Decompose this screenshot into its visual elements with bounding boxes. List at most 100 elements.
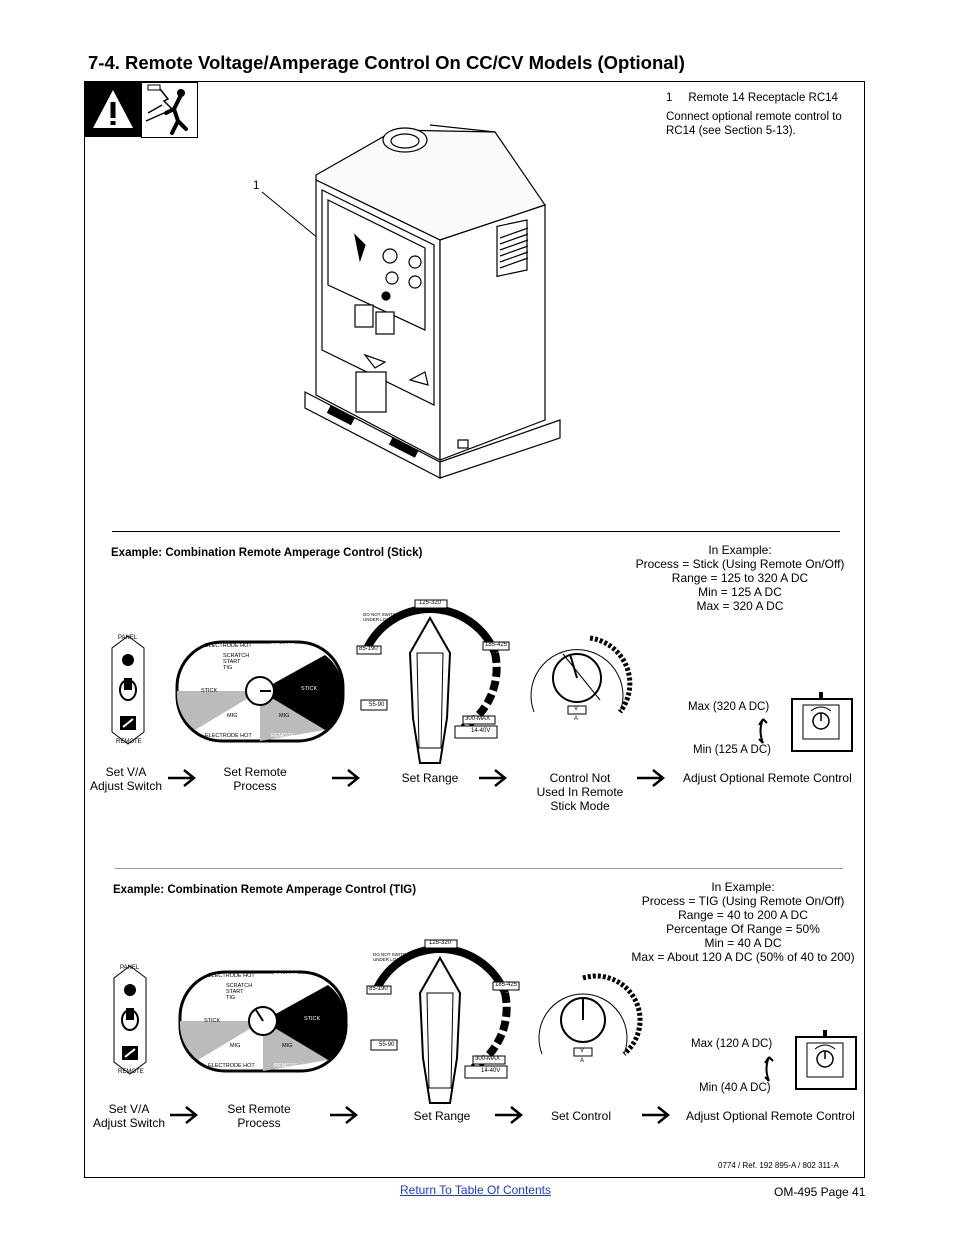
panel-label: PANEL [120,965,140,971]
electrode-hot-top: ELECTRODE HOT [208,973,255,979]
do-not-switch: DO NOT SWITCH UNDER LOAD [373,952,409,962]
under-load-line: UNDER LOAD [363,617,393,622]
remote-badge-top: REMOTE [274,973,298,979]
electrode-hot-bottom: ELECTRODE HOT [205,733,252,739]
va-adjust-switch[interactable]: PANEL REMOTE [106,962,154,1077]
remote-process-selector[interactable]: ELECTRODE HOT REMOTE ELECTRODE HOT REMOT… [178,970,348,1073]
step-remote-process: Set Remote Process [223,765,287,793]
scratch-start-tig: SCRATCH START TIG [223,653,249,671]
optional-remote-control[interactable] [795,1029,858,1091]
stick-left-label: STICK [204,1018,221,1024]
page-number: OM-495 Page 41 [774,1185,866,1199]
divider-2 [115,868,843,869]
callout-number: 1 [253,180,260,192]
legend-item: 1 Remote 14 Receptacle RC14 [666,92,838,104]
range-185-425: 185-425 [495,982,518,988]
electrode-hot-bottom: ELECTRODE HOT [208,1063,255,1069]
info-line: Min = 125 A DC [698,585,782,599]
stick-example-heading: Example: Combination Remote Amperage Con… [111,547,423,559]
start-label: START [223,659,241,665]
warning-triangle-icon [85,82,141,137]
step-set-range: Set Range [413,1109,471,1123]
tig-example-info: In Example: Process = TIG (Using Remote … [617,880,869,964]
range-selector-knob[interactable]: 125-320 85-190 185-425 55-90 300-MAX 14-… [355,598,510,764]
stick-remote-label: STICK [304,1016,321,1022]
max-label-stick: Max (320 A DC) [688,701,770,713]
tig-remote-label: TIG [279,656,289,662]
do-not-switch-line: DO NOT SWITCH [373,952,410,957]
step-va-adjust: Set V/A Adjust Switch [89,765,163,793]
remote-badge-top: REMOTE [271,643,295,649]
range-selector-knob[interactable]: 125-320 85-190 185-425 55-90 300-MAX 14-… [365,938,520,1104]
step-set-range: Set Range [401,771,459,785]
under-load-line: UNDER LOAD [373,957,403,962]
range-185-425: 185-425 [485,642,508,648]
tig-remote-label: TIG [282,986,292,992]
range-125-320: 125-320 [419,600,442,606]
do-not-switch: DO NOT SWITCH UNDER LOAD [363,612,399,622]
range-14-40v: 14-40V [471,728,491,734]
info-line: Range = 40 to 200 A DC [678,908,808,922]
range-300-max: 300-MAX [475,1056,501,1062]
tig-label: TIG [223,665,233,671]
stick-example-info: In Example: Process = Stick (Using Remot… [620,543,860,613]
step-remote-process: Set Remote Process [227,1102,291,1130]
do-not-switch-line: DO NOT SWITCH [363,612,400,617]
electric-shock-icon [141,82,198,138]
step-va-adjust: Set V/A Adjust Switch [92,1102,166,1130]
info-line: Process = TIG (Using Remote On/Off) [641,894,845,908]
step-adjust-remote: Adjust Optional Remote Control [686,1109,855,1123]
tig-label: TIG [226,995,236,1001]
mig-right-label: MIG [279,713,290,719]
start-label: START [226,989,244,995]
min-label-tig: Min (40 A DC) [699,1082,771,1094]
reference-number: 0774 / Ref. 192 895-A / 802 311-A [718,1161,839,1170]
remote-badge-bottom: REMOTE [274,1063,298,1069]
info-line: In Example: [711,880,775,894]
divider-1 [112,531,840,532]
step-set-control: Set Control [550,1109,612,1123]
info-line: Range = 125 to 320 A DC [671,571,809,585]
info-line: Process = Stick (Using Remote On/Off) [635,557,845,571]
scratch-label: SCRATCH [223,653,250,659]
range-300-max: 300-MAX [465,716,491,722]
remote-label: REMOTE [118,1069,144,1075]
mig-left-label: MIG [227,713,238,719]
control-dial[interactable]: V A [528,972,643,1070]
info-line: Max = About 120 A DC (50% of 40 to 200) [631,950,855,964]
step-control-not-used: Control Not Used In Remote Stick Mode [536,771,624,813]
scratch-label: SCRATCH [226,983,253,989]
mig-left-label: MIG [230,1043,241,1049]
range-85-190: 85-190 [369,986,388,992]
panel-label: PANEL [118,635,138,641]
tig-example-heading: Example: Combination Remote Amperage Con… [113,884,417,896]
figure-frame [84,81,865,1178]
stick-left-label: STICK [201,688,218,694]
scratch-start-tig: SCRATCH START TIG [226,983,252,1001]
section-title: 7-4. Remote Voltage/Amperage Control On … [88,52,685,73]
mig-right-label: MIG [282,1043,293,1049]
range-125-320: 125-320 [429,940,452,946]
remote-process-selector[interactable]: ELECTRODE HOT REMOTE ELECTRODE HOT REMOT… [175,640,345,743]
dial-a: A [574,716,579,722]
electrode-hot-top: ELECTRODE HOT [205,643,252,649]
max-label-tig: Max (120 A DC) [691,1038,773,1050]
min-label-stick: Min (125 A DC) [693,744,771,756]
remote-label: REMOTE [116,739,142,745]
dial-a: A [580,1058,585,1064]
legend-text-1: Connect optional remote control to [666,111,842,123]
dial-v: V [574,706,579,712]
va-adjust-switch[interactable]: PANEL REMOTE [104,632,152,747]
return-to-toc-link[interactable]: Return To Table Of Contents [400,1183,551,1197]
stick-remote-label: STICK [301,686,318,692]
legend-text-2: RC14 (see Section 5-13). [666,125,796,137]
warning-symbols [85,82,198,138]
info-line: Min = 40 A DC [704,936,782,950]
control-dial[interactable]: V A [518,628,636,728]
optional-remote-control[interactable] [791,691,854,753]
info-line: Percentage Of Range = 50% [666,922,820,936]
range-14-40v: 14-40V [481,1068,501,1074]
dial-v: V [580,1048,585,1054]
remote-badge-bottom: REMOTE [271,733,295,739]
range-85-190: 85-190 [359,646,378,652]
